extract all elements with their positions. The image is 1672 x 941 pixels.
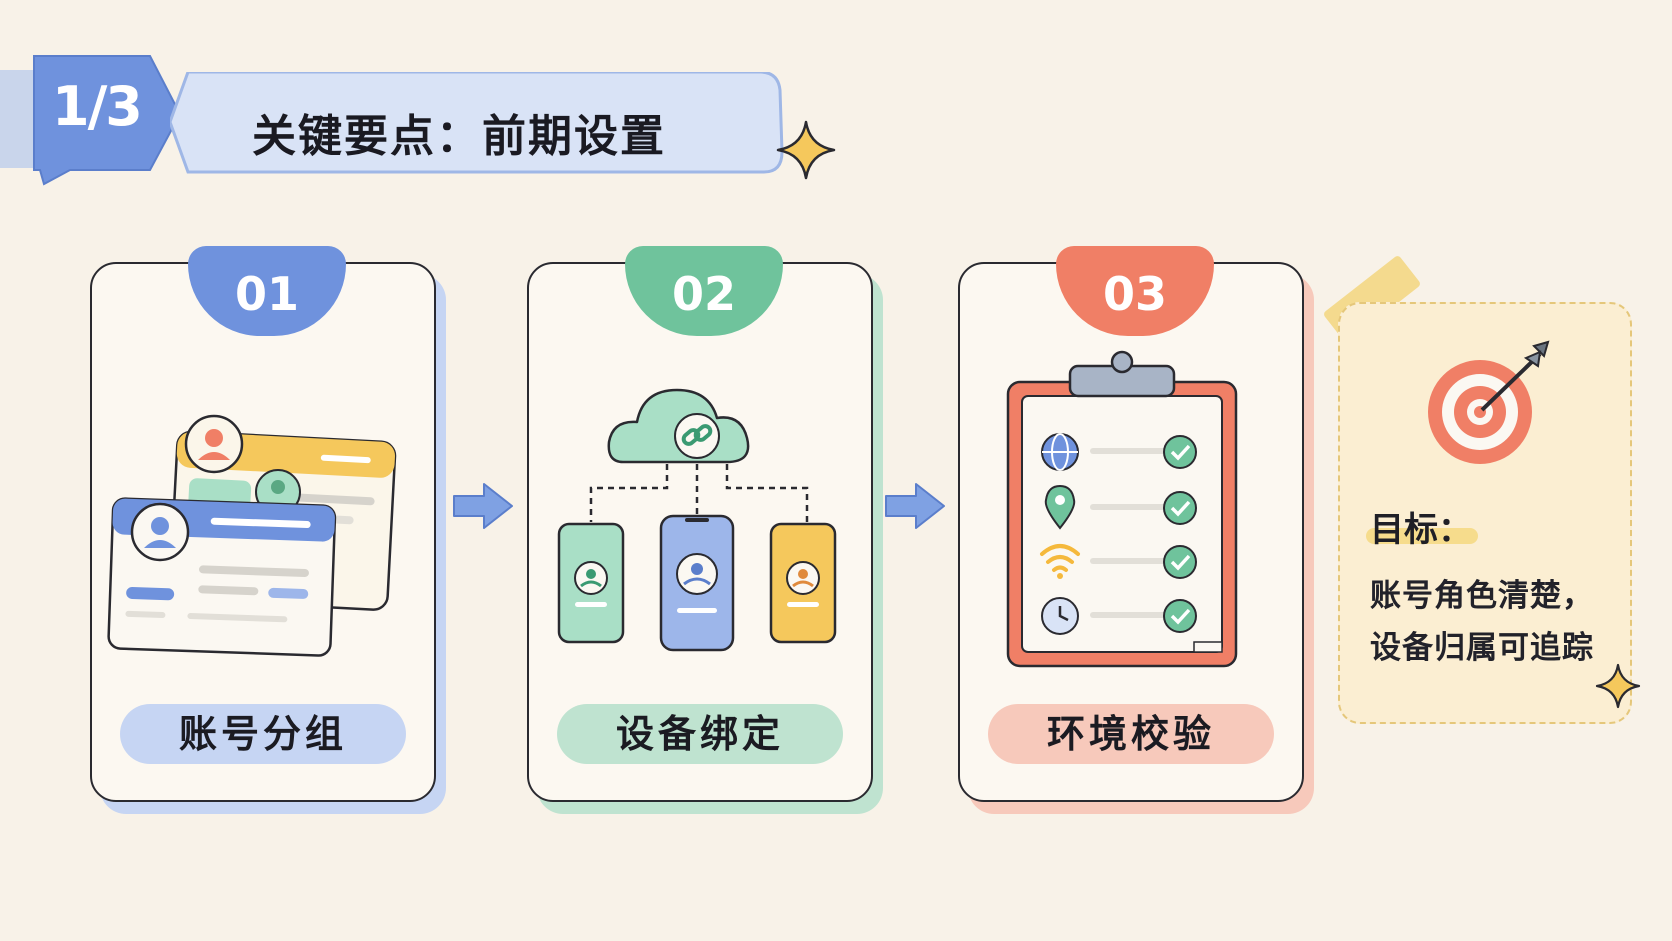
page-indicator: 1/3 (52, 75, 143, 138)
step-number: 03 (1102, 267, 1167, 321)
phone-icon (659, 514, 735, 652)
wifi-icon (1040, 544, 1080, 579)
step-label: 账号分组 (178, 712, 347, 756)
checklist-clipboard-illustration (1006, 350, 1238, 668)
sparkle-icon (776, 120, 836, 180)
step-number: 01 (234, 267, 299, 321)
phone-icon (557, 522, 625, 644)
account-cards-illustration (107, 414, 397, 657)
arrow-right-icon (453, 483, 513, 529)
page-title: 关键要点：前期设置 (252, 111, 666, 162)
target-icon (1428, 340, 1550, 464)
clock-icon (1041, 597, 1079, 635)
check-circle-icon (1163, 435, 1197, 469)
cloud-device-binding-illustration (557, 388, 837, 652)
check-circle-icon (1163, 545, 1197, 579)
step-card-environment-check: 03 (958, 246, 1314, 814)
check-circle-icon (1163, 599, 1197, 633)
goal-title: 目标： (1370, 510, 1472, 550)
step-number-badge: 02 (625, 246, 783, 336)
title-banner: 关键要点：前期设置 (170, 72, 820, 182)
link-icon (681, 424, 713, 446)
step-card-device-binding: 02 (527, 246, 883, 814)
location-pin-icon (1044, 484, 1076, 530)
goal-note: 目标： 账号角色清楚， 设备归属可追踪 (1338, 302, 1641, 724)
globe-icon (1041, 433, 1079, 471)
step-number: 02 (671, 267, 736, 321)
sparkle-icon (1595, 663, 1641, 709)
step-card-account-grouping: 01 账 (90, 246, 446, 814)
goal-line-1: 账号角色清楚， (1370, 578, 1594, 614)
phone-icon (769, 522, 837, 644)
step-label: 设备绑定 (615, 712, 784, 756)
page-indicator-badge: 1/3 (0, 52, 185, 192)
step-label: 环境校验 (1046, 712, 1215, 756)
goal-line-2: 设备归属可追踪 (1370, 630, 1594, 666)
check-circle-icon (1163, 491, 1197, 525)
arrow-right-icon (885, 483, 945, 529)
